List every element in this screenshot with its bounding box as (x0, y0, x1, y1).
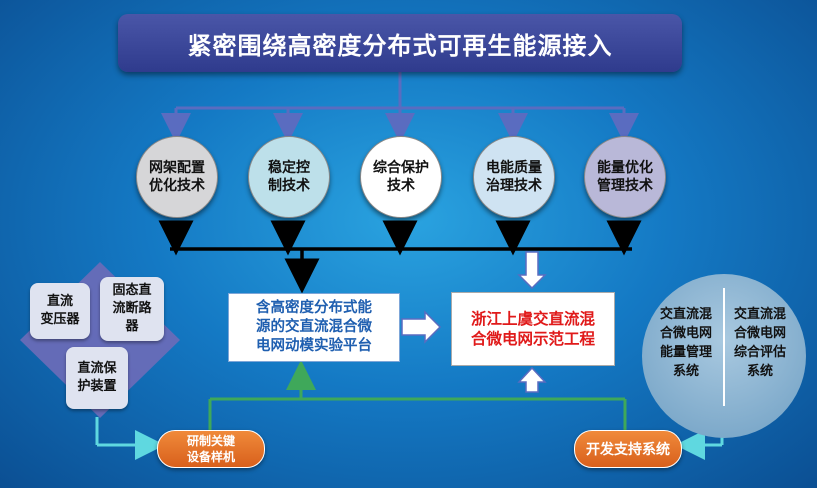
system-label-line: 交直流混 (733, 307, 786, 322)
device-label-line: 固态直 (112, 283, 152, 298)
project-label-line: 浙江上虞交直流混 (470, 310, 595, 328)
tech-label-line: 网架配置 (149, 160, 205, 176)
tech-label-line: 制技术 (268, 178, 310, 194)
bus-connectors (158, 220, 642, 294)
device-label-line: 流断路 (112, 301, 152, 316)
device-solid-state-breaker: 固态直流断路器 (100, 277, 164, 341)
page-title: 紧密围绕高密度分布式可再生能源接入 (118, 14, 682, 72)
tech-label-line: 电能质量 (486, 160, 542, 176)
tech-circle-power-quality: 电能质量治理技术 (473, 136, 555, 218)
systems-divider (723, 288, 725, 406)
tech-label-line: 能量优化 (597, 160, 653, 176)
device-label-line: 护装置 (77, 379, 117, 394)
system-label-line: 综合评估 (733, 345, 786, 360)
system-label-line: 合微电网 (733, 326, 786, 341)
device-label-line: 直流保 (77, 361, 117, 376)
platform-label-line: 源的交直流混合微 (256, 319, 372, 335)
energy-management-system-label: 交直流混合微电网能量管理系统 (652, 305, 720, 381)
tech-label-line: 治理技术 (486, 178, 542, 194)
tech-circle-energy-management: 能量优化管理技术 (584, 136, 666, 218)
device-dc-transformer: 直流变压器 (30, 283, 90, 339)
pill-label-line: 研制关键 (186, 434, 235, 448)
support-system-pill: 开发支持系统 (574, 430, 682, 468)
tech-label-line: 管理技术 (597, 178, 653, 194)
tech-label-line: 稳定控 (268, 160, 310, 176)
title-connectors (161, 72, 639, 143)
tech-label-line: 技术 (387, 178, 415, 194)
platform-label-line: 电网动模实验平台 (256, 338, 372, 354)
device-label-line: 器 (125, 319, 139, 334)
system-label-line: 系统 (746, 364, 773, 379)
experiment-platform-box: 含高密度分布式能源的交直流混合微电网动模实验平台 (228, 293, 400, 362)
system-label-line: 能量管理 (659, 345, 712, 360)
demo-project-box: 浙江上虞交直流混合微电网示范工程 (451, 292, 615, 366)
system-label-line: 合微电网 (659, 326, 712, 341)
project-label-line: 合微电网示范工程 (470, 330, 595, 348)
pill-label: 开发支持系统 (586, 442, 670, 458)
device-label-line: 直流 (46, 294, 73, 309)
pill-label-line: 设备样机 (186, 450, 235, 464)
system-label-line: 交直流混 (659, 307, 712, 322)
tech-circle-stability: 稳定控制技术 (248, 136, 330, 218)
tech-circle-network: 网架配置优化技术 (136, 136, 218, 218)
evaluation-system-label: 交直流混合微电网综合评估系统 (726, 305, 794, 381)
tech-circle-protection: 综合保护技术 (360, 136, 442, 218)
device-dc-protection: 直流保护装置 (66, 347, 128, 409)
device-label-line: 变压器 (40, 312, 80, 327)
tech-label-line: 优化技术 (149, 178, 205, 194)
system-label-line: 系统 (672, 364, 699, 379)
platform-label-line: 含高密度分布式能 (256, 300, 372, 316)
tech-label-line: 综合保护 (373, 160, 429, 176)
hollow-arrows (401, 251, 547, 393)
prototype-pill: 研制关键设备样机 (157, 430, 265, 468)
green-connectors (208, 360, 627, 432)
